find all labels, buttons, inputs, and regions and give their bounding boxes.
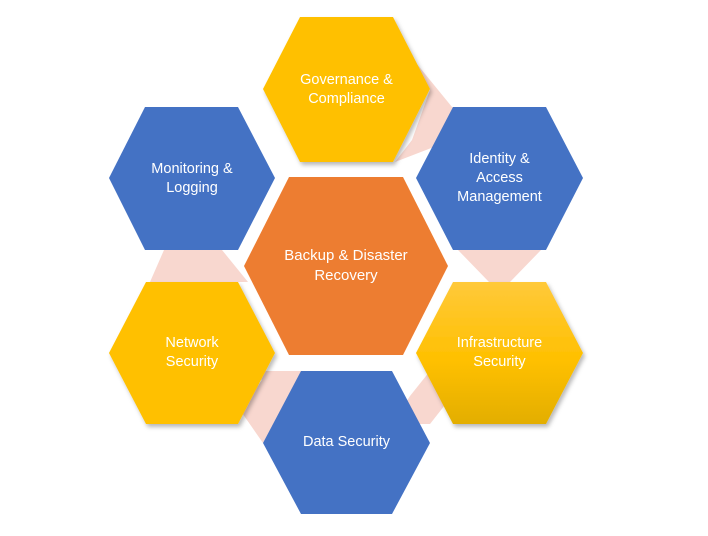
- hexagon-center-shape[interactable]: [244, 177, 448, 355]
- hexagon-infrastructure-shape[interactable]: [416, 282, 583, 424]
- hexagon-center-backup[interactable]: [244, 177, 448, 355]
- hexagon-governance-shape[interactable]: [263, 17, 430, 162]
- hexagon-monitoring[interactable]: [109, 107, 275, 250]
- hexagon-data-shape[interactable]: [263, 371, 430, 514]
- hexagon-identity[interactable]: [416, 107, 583, 250]
- hexagon-network[interactable]: [109, 282, 275, 424]
- hexagon-monitoring-shape[interactable]: [109, 107, 275, 250]
- connector-network-monitoring: [150, 250, 248, 282]
- hexagon-infrastructure[interactable]: [416, 282, 583, 424]
- hexagon-network-shape[interactable]: [109, 282, 275, 424]
- hexagon-identity-shape[interactable]: [416, 107, 583, 250]
- connector-identity-infrastructure: [458, 250, 541, 282]
- hexagon-governance[interactable]: [263, 17, 430, 162]
- connector-data-network: [238, 371, 302, 443]
- hexagon-data[interactable]: [263, 371, 430, 514]
